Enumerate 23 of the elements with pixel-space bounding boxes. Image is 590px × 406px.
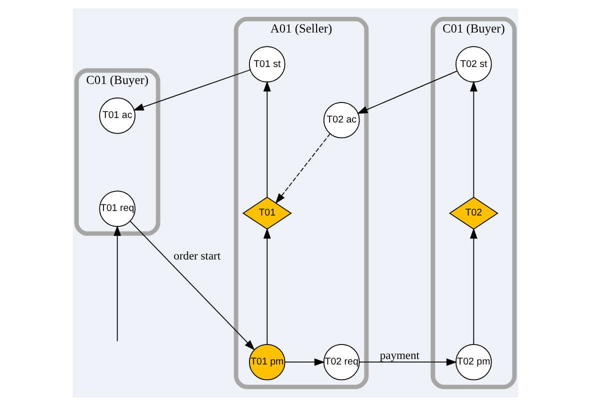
arrow [358,358,457,366]
node-circle: T01 pm [248,344,285,380]
node-circle: T02 req [322,344,360,380]
edge-label: payment [379,350,419,362]
node-circle: T01 ac [98,98,135,134]
arrow [274,133,330,204]
node-circle: T02 pm [455,344,492,380]
arrow [262,80,270,198]
arrow [262,228,270,345]
arrow [356,70,457,114]
arrow [469,80,477,198]
node-circle: T01 req [98,190,135,227]
node-diamond: T01 [242,196,292,230]
arrow [469,228,477,345]
arrow [113,225,121,342]
arrow [129,220,254,350]
node-circle: T02 st [455,46,492,82]
node-circle: T01 st [248,46,285,82]
node-diamond: T02 [448,196,498,230]
arrow [284,358,325,366]
arrow [132,69,250,111]
edge-label: order start [173,250,220,263]
node-circle: T02 ac [322,102,360,138]
